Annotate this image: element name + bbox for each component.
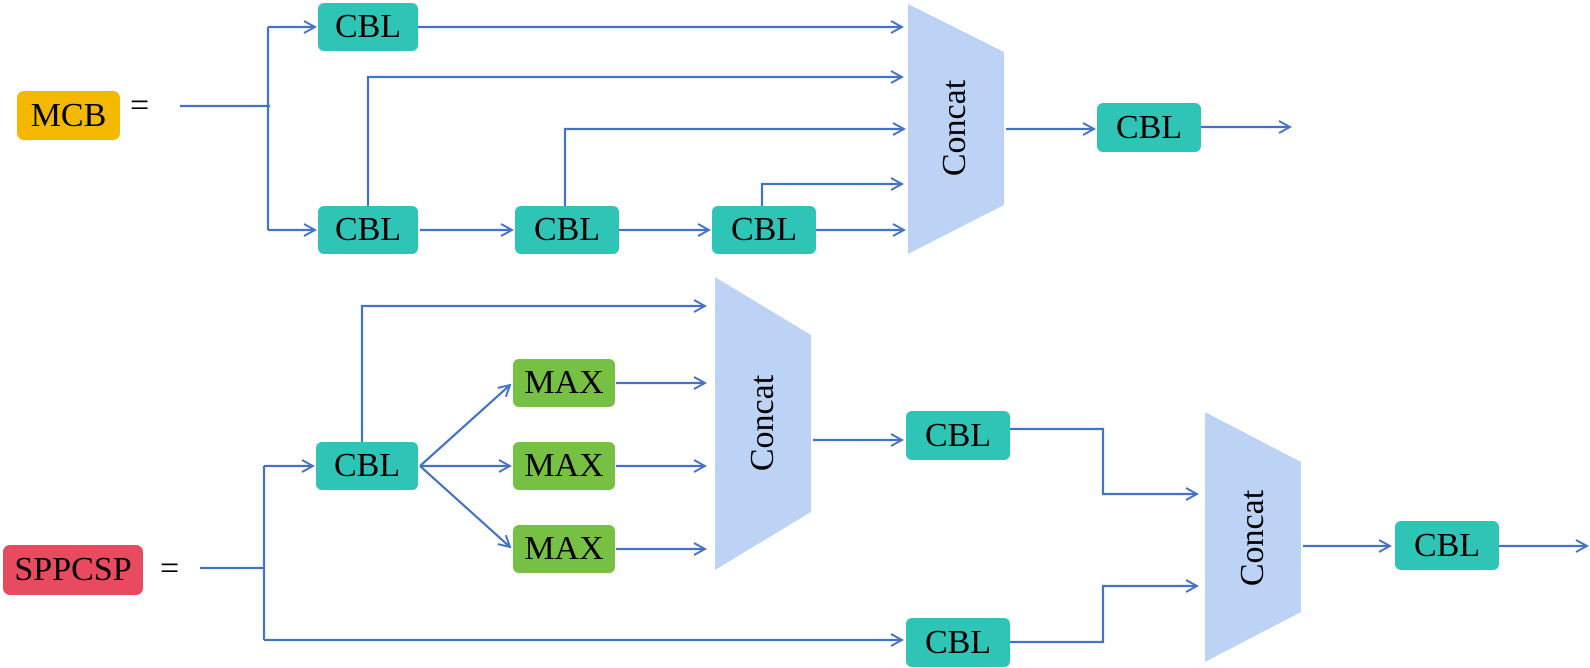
sppcsp-cbl-bottom: CBL (906, 618, 1010, 667)
sppcsp-label: SPPCSP (3, 545, 143, 595)
mcb-concat-shape (908, 4, 1004, 254)
mcb-label: MCB (17, 91, 120, 140)
sppcsp-equals: = (160, 550, 180, 587)
sppcsp-cbl-in-to-max-3-arrow (419, 465, 510, 547)
mcb-cbl-top: CBL (318, 3, 418, 51)
sppcsp-concat-1-label: Concat (744, 374, 781, 472)
mcb-cbl-2: CBL (515, 206, 619, 254)
mcb-equals: = (130, 87, 150, 124)
sppcsp-cbl-in-branch-arrow (360, 306, 705, 442)
sppcsp-cbl-mid: CBL (906, 411, 1010, 460)
sppcsp-concat-2-label: Concat (1234, 489, 1271, 587)
sppcsp-cbl-in: CBL (316, 442, 418, 490)
mcb-cbl-3: CBL (712, 206, 816, 254)
sppcsp-max-1: MAX (513, 359, 615, 407)
sppcsp-cbl-bottom-to-concat-2-arrow (1010, 586, 1197, 644)
sppcsp-concat-2-shape (1205, 412, 1301, 662)
sppcsp-cbl-out: CBL (1395, 521, 1499, 570)
sppcsp-cbl-in-to-max-1-arrow (419, 385, 510, 467)
sppcsp-max-3: MAX (513, 525, 615, 573)
mcb-cbl-1-branch-arrow (366, 77, 902, 206)
mcb-cbl-out: CBL (1097, 103, 1201, 152)
sppcsp-max-2: MAX (513, 442, 615, 490)
mcb-cbl-3-branch-arrow (760, 184, 902, 206)
mcb-cbl-2-branch-arrow (563, 129, 904, 206)
mcb-cbl-1: CBL (318, 206, 418, 254)
sppcsp-cbl-mid-to-concat-2-arrow (1008, 427, 1197, 494)
sppcsp-concat-1-shape (715, 277, 811, 570)
mcb-concat-label: Concat (936, 79, 973, 177)
